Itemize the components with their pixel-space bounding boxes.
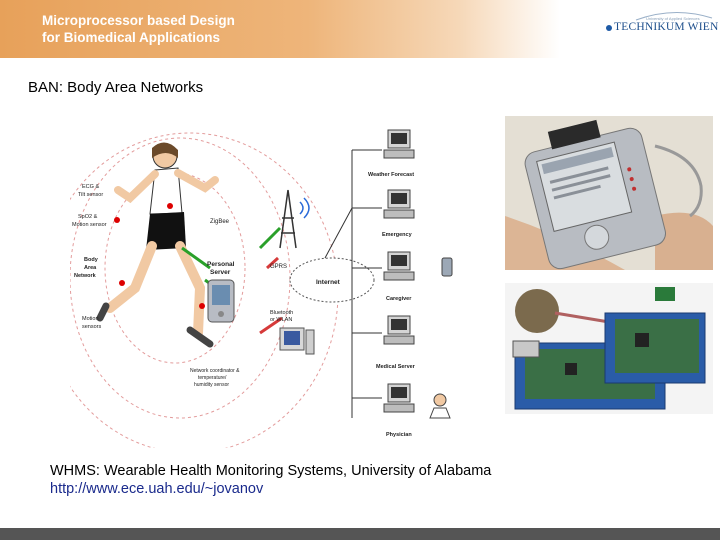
slide-title: BAN: Body Area Networks [28,79,204,96]
logo-arc-icon [635,11,713,21]
label-coordinator-1: Network coordinator & [190,368,240,374]
course-title-line2: for Biomedical Applications [42,30,221,45]
label-motion-sensors-2: sensors [82,324,102,330]
cell-tower-icon [279,189,310,249]
caption: WHMS: Wearable Health Monitoring Systems… [50,462,491,498]
logo-tagline: University of Applied Sciences [646,16,700,21]
pda-device-photo [505,116,713,270]
label-gprs: GPRS [270,264,287,270]
node-label-caregiver: Caregiver [386,296,412,302]
logo-text: TECHNIKUM WIEN [614,21,719,33]
caption-link[interactable]: http://www.ece.uah.edu/~jovanov [50,481,264,497]
label-spo2: SpO2 & [78,214,98,220]
network-connections [324,149,382,418]
server-node-medical [383,315,415,345]
personal-server-pda [207,279,235,323]
server-node-emergency [383,189,415,219]
node-label-medical: Medical Server [376,364,416,370]
server-node-caregiver [383,251,453,281]
logo-dot-icon [606,25,612,31]
caption-text: WHMS: Wearable Health Monitoring Systems… [50,463,492,479]
label-tilt: Tilt sensor [78,192,103,198]
coordinator-pc-icon [279,327,315,355]
server-node-physician [383,383,451,419]
label-personal-server-1: Personal [207,261,235,268]
label-zigbee: ZigBee [210,219,230,225]
server-node-weather [383,129,415,159]
label-ecg: ECG & [82,184,99,190]
label-motion-sensors-1: Motion [82,316,99,322]
sensor-boards-photo [505,283,713,414]
label-internet: Internet [316,279,341,286]
label-ban-2: Area [84,265,97,271]
runner-figure [96,142,219,348]
label-ban-3: Network [74,273,97,279]
internet-cloud-icon [289,257,375,303]
course-title-line1: Microprocessor based Design [42,13,235,28]
header-band [0,0,560,58]
label-motion: Motion sensor [72,222,107,228]
label-bluetooth-2: or WLAN [270,317,292,323]
node-label-weather: Weather Forecast [368,172,414,178]
node-label-physician: Physician [386,432,412,438]
label-personal-server-2: Server [210,269,231,276]
label-coordinator-2: temperature/ [198,375,227,381]
slide-header: Microprocessor based Design for Biomedic… [0,0,720,58]
label-ban-1: Body [84,257,99,263]
course-title: Microprocessor based Design for Biomedic… [42,12,235,46]
node-label-emergency: Emergency [382,232,413,238]
body-labels: ECG & Tilt sensor SpO2 & Motion sensor B… [72,184,107,330]
footer-bar [0,528,720,540]
label-coordinator-3: humidity sensor [194,382,229,388]
ban-diagram: ECG & Tilt sensor SpO2 & Motion sensor B… [70,129,453,448]
technikum-wien-logo: University of Applied Sciences TECHNIKUM… [604,8,719,52]
label-bluetooth-1: Bluetooth [270,310,293,316]
